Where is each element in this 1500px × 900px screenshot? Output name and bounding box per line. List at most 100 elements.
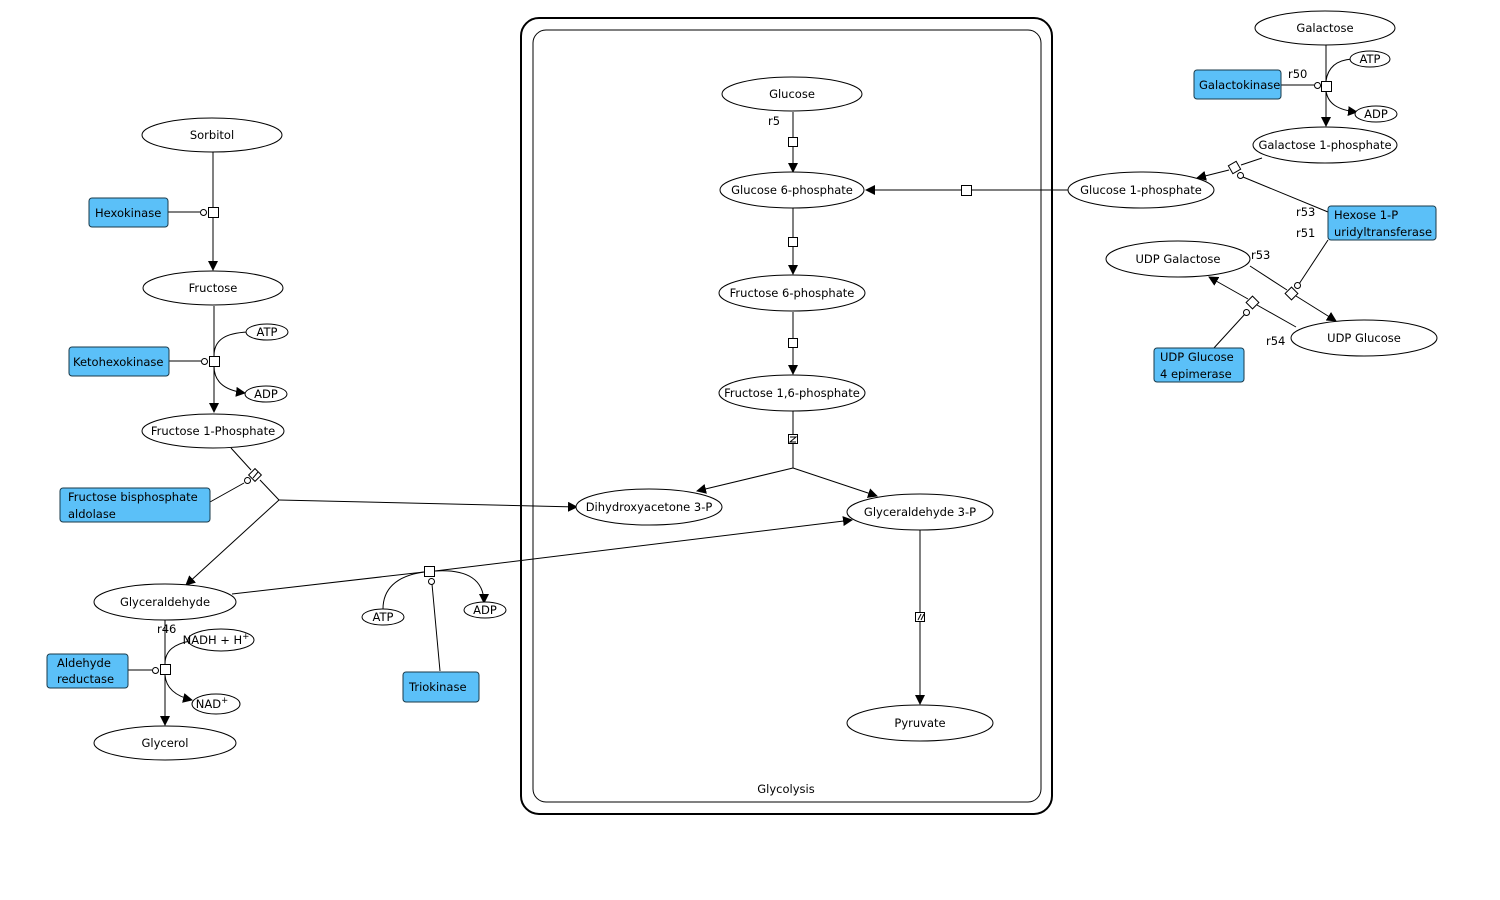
- cofactor-atp[interactable]: ATP: [245, 323, 289, 341]
- svg-text:Ketohexokinase: Ketohexokinase: [73, 355, 164, 369]
- svg-text:ATP: ATP: [257, 325, 278, 339]
- svg-text:Glucose 1-phosphate: Glucose 1-phosphate: [1080, 183, 1202, 197]
- enzymes[interactable]: Hexokinase Ketohexokinase Fructose bisph…: [46, 69, 1437, 703]
- glycolysis-compartment[interactable]: Glycolysis: [520, 17, 1053, 815]
- process-node[interactable]: [1227, 160, 1242, 175]
- svg-text:Galactose 1-phosphate: Galactose 1-phosphate: [1258, 138, 1391, 152]
- svg-text:NAD+: NAD+: [196, 696, 228, 711]
- catalysis-marker: [1294, 282, 1301, 289]
- svg-text:ATP: ATP: [1360, 52, 1381, 66]
- process-node[interactable]: [424, 566, 435, 577]
- node-fructose[interactable]: Fructose: [142, 270, 284, 306]
- node-sorbitol[interactable]: Sorbitol: [141, 117, 283, 153]
- node-glyceraldehyde-3p[interactable]: Glyceraldehyde 3-P: [846, 493, 994, 531]
- svg-text:Fructose bisphosphate: Fructose bisphosphate: [68, 490, 198, 504]
- enzyme-aldehyde-reductase[interactable]: Aldehyde reductase: [46, 653, 129, 689]
- nadh-label: NADH + H: [183, 633, 243, 647]
- enzyme-udp-glucose-4-epimerase[interactable]: UDP Glucose 4 epimerase: [1153, 347, 1245, 383]
- catalysis-marker: [200, 209, 207, 216]
- process-node[interactable]: [1245, 295, 1260, 310]
- svg-text:Glucose 6-phosphate: Glucose 6-phosphate: [731, 183, 853, 197]
- cofactor-adp[interactable]: ADP: [244, 385, 288, 403]
- node-glucose[interactable]: Glucose: [721, 76, 863, 112]
- process-node[interactable]: [160, 664, 171, 675]
- reaction-label: r50: [1288, 67, 1307, 81]
- enzyme-galactokinase[interactable]: Galactokinase: [1193, 69, 1282, 100]
- node-glucose-6-phosphate[interactable]: Glucose 6-phosphate: [719, 171, 865, 209]
- node-fructose-1-phosphate[interactable]: Fructose 1-Phosphate: [141, 413, 285, 449]
- process-node[interactable]: [788, 237, 798, 247]
- node-galactose-1-phosphate[interactable]: Galactose 1-phosphate: [1252, 126, 1398, 164]
- catalysis-marker: [152, 667, 159, 674]
- compartment-label: Glycolysis: [757, 782, 814, 796]
- svg-text:Sorbitol: Sorbitol: [190, 128, 234, 142]
- cofactor-nadh[interactable]: NADH + H+: [183, 628, 255, 652]
- svg-text:Pyruvate: Pyruvate: [894, 716, 945, 730]
- process-node[interactable]: [788, 338, 798, 348]
- cofactor-adp[interactable]: ADP: [463, 601, 507, 619]
- svg-text:ADP: ADP: [254, 387, 278, 401]
- enzyme-triokinase[interactable]: Triokinase: [402, 671, 480, 703]
- nadh-superscript: +: [242, 632, 249, 642]
- svg-text:ATP: ATP: [373, 610, 394, 624]
- nad-superscript: +: [221, 696, 228, 706]
- cofactors[interactable]: ATP ADP ATP ADP NADH + H+ NAD+ ATP ADP: [183, 50, 1398, 715]
- cofactor-atp[interactable]: ATP: [1349, 50, 1391, 68]
- cofactor-nad[interactable]: NAD+: [191, 693, 241, 715]
- process-nodes[interactable]: [152, 81, 1332, 675]
- reaction-label: r5: [768, 114, 780, 128]
- nad-label: NAD: [196, 697, 221, 711]
- process-node[interactable]: [208, 207, 219, 218]
- svg-text:UDP Glucose: UDP Glucose: [1160, 350, 1234, 364]
- svg-text:NADH + H+: NADH + H+: [183, 632, 250, 647]
- svg-text:uridyltransferase: uridyltransferase: [1334, 225, 1432, 239]
- process-node[interactable]: [209, 356, 220, 367]
- edges: [128, 45, 1358, 726]
- process-node[interactable]: [1321, 81, 1332, 92]
- enzyme-hexose-1p-uridyltransferase[interactable]: Hexose 1-P uridyltransferase: [1327, 205, 1437, 241]
- node-udp-glucose[interactable]: UDP Glucose: [1290, 319, 1438, 357]
- cofactor-adp[interactable]: ADP: [1354, 105, 1398, 123]
- svg-text:Glycerol: Glycerol: [141, 736, 188, 750]
- node-fructose-6-phosphate[interactable]: Fructose 6-phosphate: [718, 274, 866, 312]
- process-node[interactable]: [788, 137, 798, 147]
- svg-text:Glyceraldehyde 3-P: Glyceraldehyde 3-P: [864, 505, 976, 519]
- svg-text:Fructose: Fructose: [189, 281, 238, 295]
- enzyme-fructose-bisphosphate-aldolase[interactable]: Fructose bisphosphate aldolase: [59, 487, 211, 523]
- svg-text:Glyceraldehyde: Glyceraldehyde: [120, 595, 210, 609]
- node-glucose-1-phosphate[interactable]: Glucose 1-phosphate: [1067, 171, 1215, 209]
- node-galactose[interactable]: Galactose: [1254, 10, 1396, 46]
- svg-text:ADP: ADP: [473, 603, 497, 617]
- catalysis-marker: [1314, 82, 1321, 89]
- svg-text:Hexokinase: Hexokinase: [95, 206, 161, 220]
- reaction-labels: r5 r46 r50 r53 r51 r53 r54: [157, 67, 1315, 636]
- svg-text:Aldehyde: Aldehyde: [57, 656, 111, 670]
- reaction-label: r53: [1296, 205, 1315, 219]
- cofactor-atp[interactable]: ATP: [361, 608, 405, 626]
- catalysis-marker: [428, 578, 435, 585]
- svg-text:reductase: reductase: [57, 672, 114, 686]
- process-node[interactable]: [961, 185, 972, 196]
- node-udp-galactose[interactable]: UDP Galactose: [1105, 240, 1251, 278]
- enzyme-ketohexokinase[interactable]: Ketohexokinase: [68, 346, 170, 377]
- process-node[interactable]: [1284, 286, 1299, 301]
- node-glyceraldehyde[interactable]: Glyceraldehyde: [93, 583, 237, 621]
- node-dihydroxyacetone-3p[interactable]: Dihydroxyacetone 3-P: [575, 488, 723, 526]
- catalysis-marker: [1237, 172, 1244, 179]
- svg-text:Glucose: Glucose: [769, 87, 815, 101]
- metabolites[interactable]: Glucose Glucose 6-phosphate Fructose 6-p…: [93, 10, 1438, 761]
- svg-text:UDP Galactose: UDP Galactose: [1136, 252, 1221, 266]
- node-fructose-1-6-phosphate[interactable]: Fructose 1,6-phosphate: [718, 374, 866, 412]
- catalysis-marker: [244, 477, 251, 484]
- svg-text:Galactokinase: Galactokinase: [1199, 78, 1280, 92]
- catalysis-marker: [201, 358, 208, 365]
- svg-text:ADP: ADP: [1364, 107, 1388, 121]
- reaction-label: r54: [1266, 334, 1285, 348]
- node-glycerol[interactable]: Glycerol: [93, 725, 237, 761]
- enzyme-hexokinase[interactable]: Hexokinase: [88, 197, 169, 228]
- node-pyruvate[interactable]: Pyruvate: [846, 704, 994, 742]
- svg-text:Fructose 1,6-phosphate: Fructose 1,6-phosphate: [724, 386, 860, 400]
- svg-text:Hexose 1-P: Hexose 1-P: [1334, 208, 1398, 222]
- svg-text:aldolase: aldolase: [68, 507, 116, 521]
